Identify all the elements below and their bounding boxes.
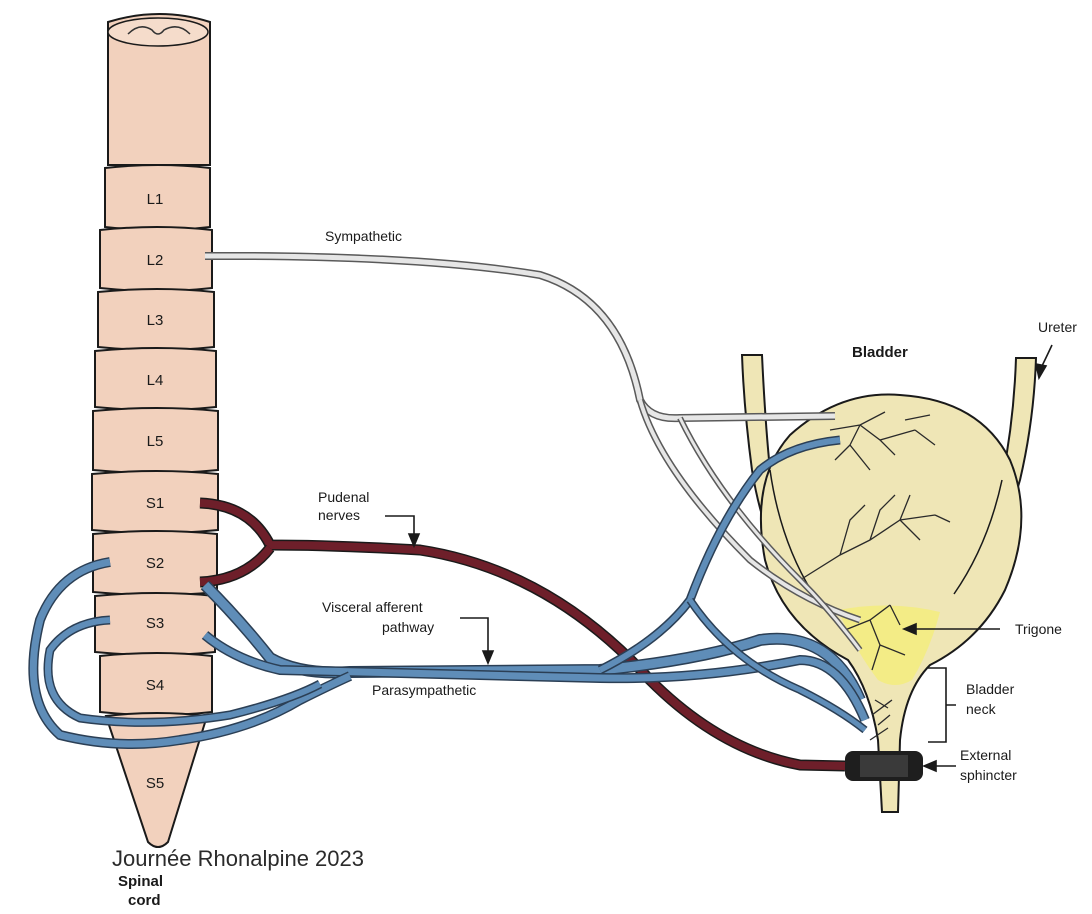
segment-label-s4: S4 (146, 677, 164, 694)
label-spinal-cord-2: cord (128, 892, 161, 909)
label-external-sphincter-1: External (960, 747, 1011, 763)
sphincter-stripe (860, 755, 908, 777)
segment-label-l1: L1 (147, 191, 164, 208)
label-pudendal-2: nerves (318, 507, 360, 523)
segment-label-s5: S5 (146, 775, 164, 792)
visceral-arrowhead (483, 651, 493, 663)
label-visceral-2: pathway (382, 619, 434, 635)
label-pudendal-1: Pudenal (318, 489, 369, 505)
segment-label-l3: L3 (147, 312, 164, 329)
footer-text: Journée Rhonalpine 2023 (112, 846, 364, 872)
ureter-arrowhead (1036, 364, 1046, 378)
label-spinal-cord-1: Spinal (118, 873, 163, 890)
segment-label-s2: S2 (146, 555, 164, 572)
bladder-neck-bracket (928, 668, 956, 742)
segment-label-l4: L4 (147, 372, 164, 389)
label-bladder-neck-1: Bladder (966, 681, 1015, 697)
visceral-arrow (460, 618, 488, 655)
label-parasympathetic: Parasympathetic (372, 682, 476, 698)
segment-label-s3: S3 (146, 615, 164, 632)
label-bladder: Bladder (852, 344, 908, 361)
segment-label-l2: L2 (147, 252, 164, 269)
cord-cross-section (108, 18, 208, 46)
segment-label-s1: S1 (146, 495, 164, 512)
label-external-sphincter-2: sphincter (960, 767, 1017, 783)
sphincter-arrowhead (924, 761, 936, 771)
label-ureter: Ureter (1038, 319, 1077, 335)
label-trigone: Trigone (1015, 621, 1062, 637)
pudendal-nerve (200, 503, 845, 766)
segment-label-l5: L5 (147, 433, 164, 450)
label-sympathetic: Sympathetic (325, 228, 402, 244)
label-bladder-neck-2: neck (966, 701, 997, 717)
label-visceral-1: Visceral afferent (322, 599, 423, 615)
